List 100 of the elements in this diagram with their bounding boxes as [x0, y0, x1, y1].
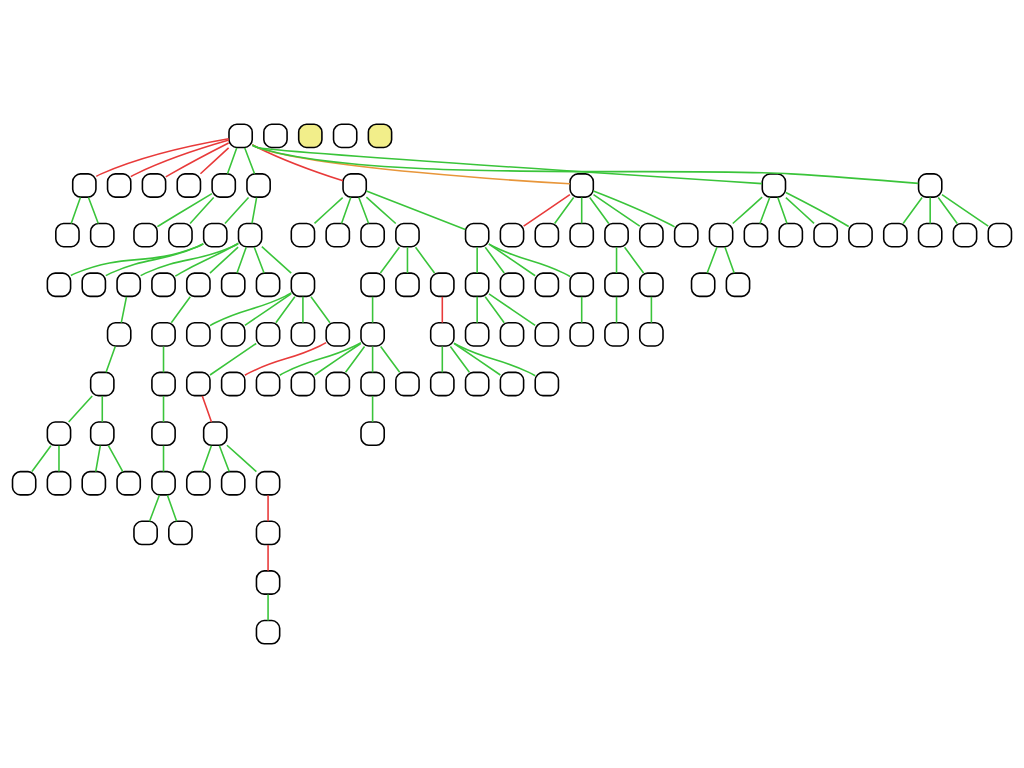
connector — [105, 242, 205, 277]
connector — [162, 345, 165, 374]
node-box — [367, 123, 393, 149]
node-box — [499, 321, 525, 347]
node-box — [429, 272, 455, 298]
node-box — [673, 222, 699, 248]
connector — [94, 444, 102, 473]
node-box — [55, 222, 80, 248]
node-box — [133, 222, 158, 248]
node-box — [116, 470, 142, 496]
node-box — [255, 321, 281, 347]
node-box — [342, 173, 368, 198]
connector — [902, 196, 923, 225]
node-box — [71, 173, 97, 198]
connector — [365, 190, 467, 231]
node-box — [725, 272, 751, 298]
node-box — [46, 470, 72, 496]
connector — [105, 345, 117, 374]
node-box — [255, 619, 281, 645]
node-box — [151, 371, 176, 397]
node-box — [185, 321, 211, 347]
node-box — [360, 421, 385, 447]
node-box — [211, 173, 237, 198]
connector — [226, 147, 238, 175]
node-box — [11, 470, 37, 496]
node-box — [882, 222, 908, 248]
node-box — [395, 222, 420, 248]
connector — [174, 242, 240, 277]
connector — [209, 342, 258, 376]
node-box — [464, 272, 490, 298]
connector — [302, 296, 304, 324]
connector — [251, 143, 344, 182]
connector — [650, 296, 653, 324]
connector — [371, 345, 374, 374]
node-box — [185, 371, 211, 397]
connector — [777, 196, 788, 225]
node-box — [534, 371, 560, 397]
connector — [724, 246, 735, 274]
connector — [592, 190, 676, 228]
node-box — [987, 222, 1013, 248]
connector — [522, 193, 571, 227]
node-box — [46, 272, 72, 298]
connector — [484, 296, 505, 324]
node-box — [360, 272, 385, 298]
connector — [358, 196, 370, 225]
node-box — [151, 421, 176, 447]
connector — [414, 246, 436, 274]
node-box — [395, 272, 420, 298]
connector — [101, 395, 104, 423]
connector — [365, 196, 397, 225]
connector — [488, 243, 536, 277]
connector — [218, 444, 230, 473]
node-box — [761, 173, 787, 198]
node-box — [255, 520, 281, 546]
node-box — [534, 321, 560, 347]
connector — [224, 196, 250, 225]
node-box — [81, 272, 107, 298]
node-box — [499, 272, 525, 298]
node-box — [202, 222, 228, 248]
connector — [732, 196, 763, 225]
node-box — [202, 421, 228, 447]
node-box — [290, 222, 316, 248]
connector — [58, 444, 60, 473]
node-box — [133, 520, 158, 546]
connector — [580, 296, 583, 324]
connector — [120, 296, 128, 324]
connector — [70, 243, 205, 277]
node-box — [255, 570, 281, 595]
connector — [706, 246, 718, 274]
connector — [209, 246, 239, 274]
node-box — [360, 222, 385, 248]
node-box — [708, 222, 734, 248]
node-box — [220, 470, 246, 496]
node-box — [89, 222, 115, 248]
connector — [199, 147, 230, 175]
node-box — [604, 272, 629, 298]
node-box — [220, 321, 246, 347]
connector — [941, 193, 989, 227]
connector — [251, 144, 920, 185]
node-box — [89, 371, 115, 397]
connector — [589, 196, 610, 225]
node-box — [360, 371, 385, 397]
connector — [453, 342, 502, 376]
connector — [275, 296, 296, 324]
node-box — [290, 371, 316, 397]
connector — [253, 246, 265, 274]
connector — [484, 246, 505, 274]
node-box — [569, 321, 595, 347]
connector — [201, 444, 213, 473]
node-box — [604, 222, 629, 248]
node-box — [639, 272, 664, 298]
connector — [278, 341, 362, 377]
node-box — [743, 222, 769, 248]
node-box — [464, 371, 490, 397]
connector — [87, 196, 100, 225]
connector — [162, 395, 165, 423]
connector — [107, 444, 124, 473]
connector — [251, 144, 571, 185]
node-box — [176, 173, 202, 198]
connector — [226, 444, 258, 473]
